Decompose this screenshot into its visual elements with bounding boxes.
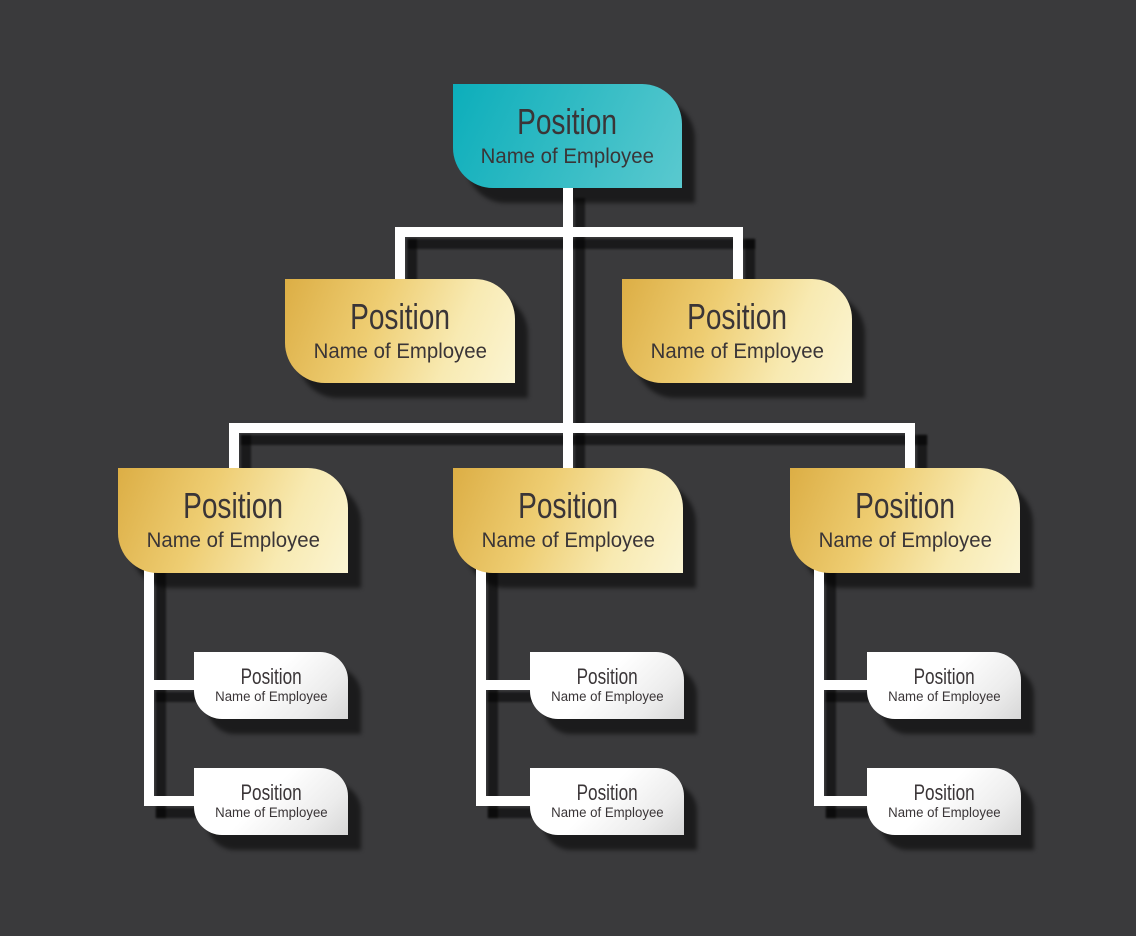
node-subtitle: Name of Employee bbox=[818, 529, 992, 553]
node-title: Position bbox=[517, 100, 618, 142]
connector-root-stem bbox=[563, 186, 573, 468]
node-title: Position bbox=[687, 295, 787, 337]
connector-stub-middle-1 bbox=[476, 680, 536, 690]
node-subtitle: Name of Employee bbox=[887, 689, 1001, 705]
connector-stub-left-2 bbox=[144, 796, 200, 806]
org-node-l4-mid-1: Position Name of Employee bbox=[530, 652, 684, 719]
connector-stub-middle-2 bbox=[476, 796, 536, 806]
node-subtitle: Name of Employee bbox=[480, 144, 655, 168]
node-subtitle: Name of Employee bbox=[146, 529, 320, 553]
org-node-l4-mid-2: Position Name of Employee bbox=[530, 768, 684, 835]
node-subtitle: Name of Employee bbox=[214, 805, 328, 821]
node-title: Position bbox=[350, 295, 450, 337]
node-title: Position bbox=[183, 485, 283, 527]
org-node-l4-left-2: Position Name of Employee bbox=[194, 768, 348, 835]
org-node-l2-left: Position Name of Employee bbox=[285, 279, 515, 383]
connector-stub-left-1 bbox=[144, 680, 200, 690]
node-subtitle: Name of Employee bbox=[550, 805, 664, 821]
node-title: Position bbox=[913, 664, 975, 690]
node-subtitle: Name of Employee bbox=[214, 689, 328, 705]
connector-stub-right-2 bbox=[814, 796, 872, 806]
org-node-l3-left: Position Name of Employee bbox=[118, 468, 348, 573]
node-title: Position bbox=[855, 485, 955, 527]
connector-drop-l3-left bbox=[229, 423, 239, 473]
node-subtitle: Name of Employee bbox=[650, 339, 824, 363]
org-node-l4-left-1: Position Name of Employee bbox=[194, 652, 348, 719]
connector-stub-right-1 bbox=[814, 680, 872, 690]
node-title: Position bbox=[576, 780, 638, 806]
node-subtitle: Name of Employee bbox=[550, 689, 664, 705]
org-node-root: Position Name of Employee bbox=[453, 84, 682, 188]
node-title: Position bbox=[913, 780, 975, 806]
node-subtitle: Name of Employee bbox=[481, 529, 655, 553]
node-title: Position bbox=[240, 664, 302, 690]
org-node-l3-middle: Position Name of Employee bbox=[453, 468, 683, 573]
org-node-l4-right-1: Position Name of Employee bbox=[867, 652, 1021, 719]
connector-level2-horizontal bbox=[396, 227, 743, 237]
connector-drop-l2-left bbox=[395, 227, 405, 283]
connector-drop-l3-right bbox=[905, 423, 915, 473]
node-subtitle: Name of Employee bbox=[313, 339, 487, 363]
node-title: Position bbox=[576, 664, 638, 690]
org-node-l3-right: Position Name of Employee bbox=[790, 468, 1020, 573]
node-title: Position bbox=[518, 485, 618, 527]
org-node-l4-right-2: Position Name of Employee bbox=[867, 768, 1021, 835]
node-title: Position bbox=[240, 780, 302, 806]
connector-level3-horizontal bbox=[229, 423, 915, 433]
node-subtitle: Name of Employee bbox=[887, 805, 1001, 821]
connector-drop-l2-right bbox=[733, 227, 743, 283]
org-node-l2-right: Position Name of Employee bbox=[622, 279, 852, 383]
